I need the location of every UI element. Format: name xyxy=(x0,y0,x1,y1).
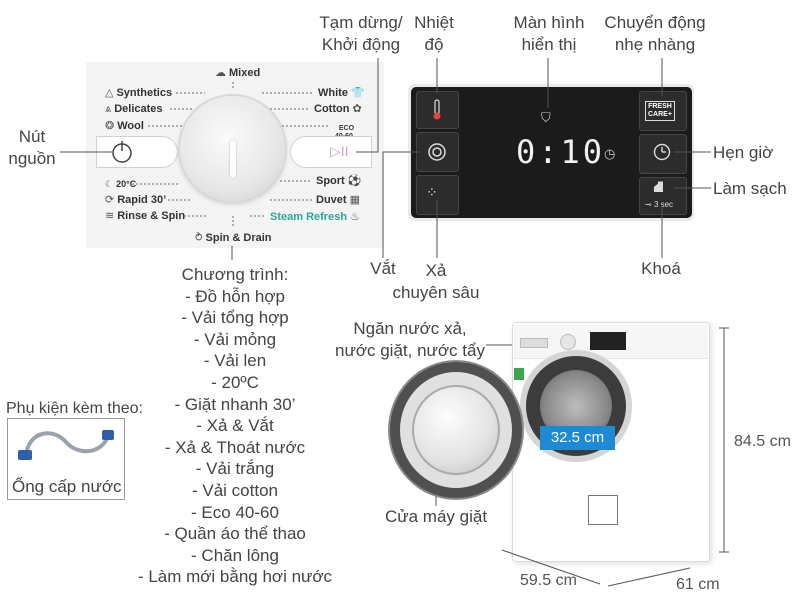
washer-door-glass xyxy=(412,385,500,475)
temperature-20-icon: ☾ xyxy=(105,179,114,189)
fresh-care-button[interactable] xyxy=(639,91,687,131)
program-spin-drain[interactable]: ⥁Spin & Drain xyxy=(195,232,272,244)
list-item: - Quần áo thể thao xyxy=(164,524,306,544)
washer-display xyxy=(590,332,626,350)
rinse-drops-icon: ⁘ xyxy=(426,184,438,200)
white-shirt-icon: 👕 xyxy=(350,87,365,99)
lock-hint: ⊸ 3 sec xyxy=(645,200,674,209)
list-item: - Xả & Thoát nước xyxy=(164,437,306,457)
rapid-icon: ⟳ xyxy=(105,194,115,206)
sport-icon: ⚽ xyxy=(347,175,362,187)
energy-sticker xyxy=(588,495,618,525)
program-duvet[interactable]: Duvet▦ xyxy=(316,194,360,206)
program-20c[interactable]: ☾20°C xyxy=(105,179,137,189)
energy-label-tag xyxy=(514,368,524,380)
list-item: - Vải mỏng xyxy=(193,329,277,349)
power-icon[interactable] xyxy=(108,138,136,166)
list-item: - Vải tổng hợp xyxy=(181,308,289,328)
program-steam-refresh[interactable]: Steam Refresh♨ xyxy=(270,211,360,223)
program-synthetics[interactable]: △Synthetics xyxy=(105,87,173,99)
mixed-icon: ☁ xyxy=(215,67,226,79)
list-item: - Đồ hỗn hợp xyxy=(185,286,285,306)
delicates-icon: ⩓ xyxy=(105,103,112,115)
label-spin: Vắt xyxy=(370,259,396,278)
list-item: - 20ºC xyxy=(211,372,259,392)
program-list: Chương trình: - Đồ hỗn hợp - Vải tổng hợ… xyxy=(120,264,350,588)
clean-shirt-icon: ⛘ xyxy=(653,179,665,196)
list-item: - Giặt nhanh 30’ xyxy=(174,394,296,414)
dial-marker xyxy=(230,140,236,178)
label-clean: Làm sạch xyxy=(713,179,787,198)
list-item: - Xả & Vắt xyxy=(196,416,274,436)
program-cotton[interactable]: Cotton✿ xyxy=(314,103,362,115)
label-pause-start: Tạm dừng/Khởi động xyxy=(319,13,403,54)
time-display: 0:10 xyxy=(516,133,606,171)
key-icon: ⊸ xyxy=(645,200,652,209)
shirt-icon: ⛉ xyxy=(541,110,551,125)
spin-icon: ⥁ xyxy=(195,232,203,244)
label-delay-timer: Hẹn giờ xyxy=(713,143,774,162)
label-water-hose: Ống cấp nước xyxy=(12,477,122,496)
program-delicates[interactable]: ⩓Delicates xyxy=(105,103,163,115)
duvet-icon: ▦ xyxy=(349,194,360,206)
cotton-icon: ✿ xyxy=(352,103,362,115)
program-mixed[interactable]: ☁Mixed xyxy=(215,67,261,79)
temperature-button[interactable] xyxy=(416,91,459,129)
program-white[interactable]: White👕 xyxy=(318,87,365,99)
label-detergent-drawer: Ngăn nước xả,nước giặt, nước tẩy xyxy=(335,319,485,360)
depth-dimension: 61 cm xyxy=(676,576,720,593)
thermometer-icon xyxy=(433,99,441,120)
door-diameter-badge: 32.5 cm xyxy=(540,426,615,450)
clean-lock-button[interactable] xyxy=(639,177,687,215)
program-rapid[interactable]: ⟳Rapid 30’ xyxy=(105,194,167,206)
list-item: - Vải len xyxy=(203,351,267,371)
program-sport[interactable]: Sport⚽ xyxy=(316,175,362,187)
delay-clock-icon xyxy=(653,143,671,161)
height-dimension: 84.5 cm xyxy=(734,433,791,450)
play-pause-icon[interactable]: ▷II xyxy=(330,143,349,159)
label-lock: Khoá xyxy=(641,259,681,278)
clock-icon: ◷ xyxy=(604,146,616,161)
rinse-icon: ≋ xyxy=(105,210,115,222)
list-item: - Eco 40-60 xyxy=(191,502,279,522)
list-item: - Chăn lông xyxy=(191,545,279,565)
spin-icon xyxy=(428,143,446,161)
wool-icon: ❂ xyxy=(105,120,115,132)
program-rinse-spin[interactable]: ≋Rinse & Spin xyxy=(105,210,186,222)
list-item: - Vải trắng xyxy=(195,459,275,479)
list-item: - Vải cotton xyxy=(192,480,278,500)
washer-dial[interactable] xyxy=(560,334,576,350)
width-dimension: 59.5 cm xyxy=(520,572,577,589)
program-wool[interactable]: ❂Wool xyxy=(105,120,144,132)
fresh-care-badge: FRESH CARE+ xyxy=(645,101,675,121)
synthetics-icon: △ xyxy=(105,87,114,99)
steam-icon: ♨ xyxy=(350,211,360,223)
list-item: - Làm mới bằng hơi nước xyxy=(137,567,333,587)
program-list-title: Chương trình: xyxy=(181,265,289,284)
water-hose-icon xyxy=(18,430,114,460)
label-door: Cửa máy giặt xyxy=(384,507,488,526)
label-accessories: Phụ kiện kèm theo: xyxy=(6,400,143,417)
detergent-drawer[interactable] xyxy=(520,338,548,348)
delay-start-button[interactable] xyxy=(639,134,687,174)
spin-button[interactable] xyxy=(416,132,459,172)
